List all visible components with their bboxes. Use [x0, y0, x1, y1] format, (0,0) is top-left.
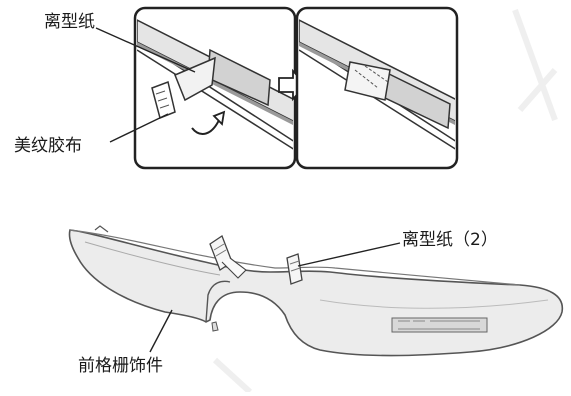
release-paper-tab-left	[209, 235, 247, 279]
leader-lines	[95, 27, 401, 353]
curved-arrow-icon	[191, 110, 226, 135]
label-release-paper-2: 离型纸（2）	[402, 230, 498, 250]
front-grille-trim	[68, 225, 564, 357]
label-release-paper: 离型纸	[44, 12, 95, 32]
watermark	[212, 8, 558, 395]
label-masking-tape: 美纹胶布	[14, 136, 82, 156]
release-paper-tab-right	[286, 253, 303, 285]
detail-panel-before	[133, 6, 297, 170]
detail-panel-after	[295, 6, 459, 170]
label-front-grille-trim: 前格栅饰件	[78, 356, 163, 376]
